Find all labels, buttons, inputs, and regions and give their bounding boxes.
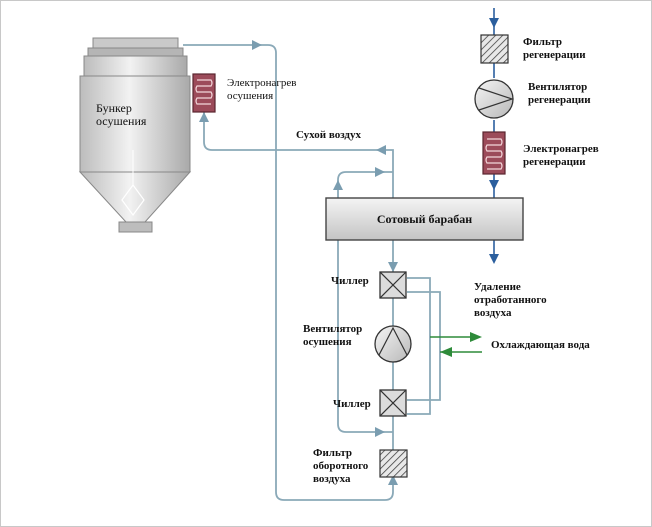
water-loop-outer	[407, 291, 441, 401]
fan-icon	[374, 325, 412, 363]
exhaust-label: Удаление отработанного воздуха	[474, 281, 547, 319]
dry-fan-label: Вентилятор осушения	[303, 323, 363, 348]
dry-heater-label: Электронагрев осушения	[227, 77, 297, 102]
regen-heater-label: Электронагрев регенерации	[523, 143, 599, 168]
hopper-lid	[92, 37, 179, 49]
arrow-icon	[388, 475, 398, 485]
honeycomb-drum	[325, 197, 524, 241]
arrow-icon	[252, 40, 262, 50]
drying-hopper	[78, 37, 192, 233]
regen-heater	[482, 131, 506, 175]
arrow-icon	[489, 18, 499, 28]
hopper-neck	[83, 55, 188, 77]
arrow-icon	[199, 112, 209, 122]
hopper-rim	[87, 47, 184, 57]
drying-fan	[374, 325, 412, 363]
drum-top-loop	[337, 171, 393, 198]
drying-heater	[192, 73, 216, 113]
hopper-outlet	[118, 221, 153, 233]
filter-icon	[379, 449, 408, 478]
chiller-top	[379, 271, 407, 299]
hopper-body	[79, 75, 191, 173]
regen-fan	[474, 79, 514, 119]
return-filter-label: Фильтр оборотного воздуха	[313, 447, 369, 485]
chiller-top-label: Чиллер	[331, 275, 369, 287]
regen-filter-label: Фильтр регенерации	[523, 36, 586, 61]
regen-fan-label: Вентилятор регенерации	[528, 81, 591, 106]
drying-air-pipes	[183, 44, 441, 501]
chiller-bottom-label: Чиллер	[333, 398, 371, 410]
arrow-icon	[489, 254, 499, 264]
hopper-label: Бункер осушения	[96, 101, 147, 128]
drum-label: Сотовый барабан	[376, 211, 473, 226]
filter-icon	[480, 34, 509, 64]
dry-air-pipe	[203, 112, 394, 198]
regen-arrows	[489, 18, 499, 264]
arrow-icon	[375, 167, 385, 177]
cooling-water-arrows	[430, 332, 482, 357]
arrow-icon	[375, 427, 385, 437]
arrow-icon	[388, 262, 398, 272]
water-loop-inner	[407, 277, 431, 415]
bypass-pipe	[337, 240, 393, 433]
arrow-icon	[489, 180, 499, 190]
return-air-pipe	[183, 44, 394, 501]
arrow-icon	[376, 145, 386, 155]
hopper-cone	[78, 171, 192, 223]
arrow-icon	[440, 347, 452, 357]
cooling-water-label: Охлаждающая вода	[491, 339, 590, 351]
dry-air-label: Сухой воздух	[296, 129, 361, 141]
arrow-icon	[333, 180, 343, 190]
flow-arrows	[199, 40, 398, 485]
fan-icon	[474, 79, 514, 119]
chiller-bottom	[379, 389, 407, 417]
heater-coil-icon	[192, 73, 216, 113]
hopper-spreader-cone	[121, 183, 145, 217]
arrow-icon	[470, 332, 482, 342]
